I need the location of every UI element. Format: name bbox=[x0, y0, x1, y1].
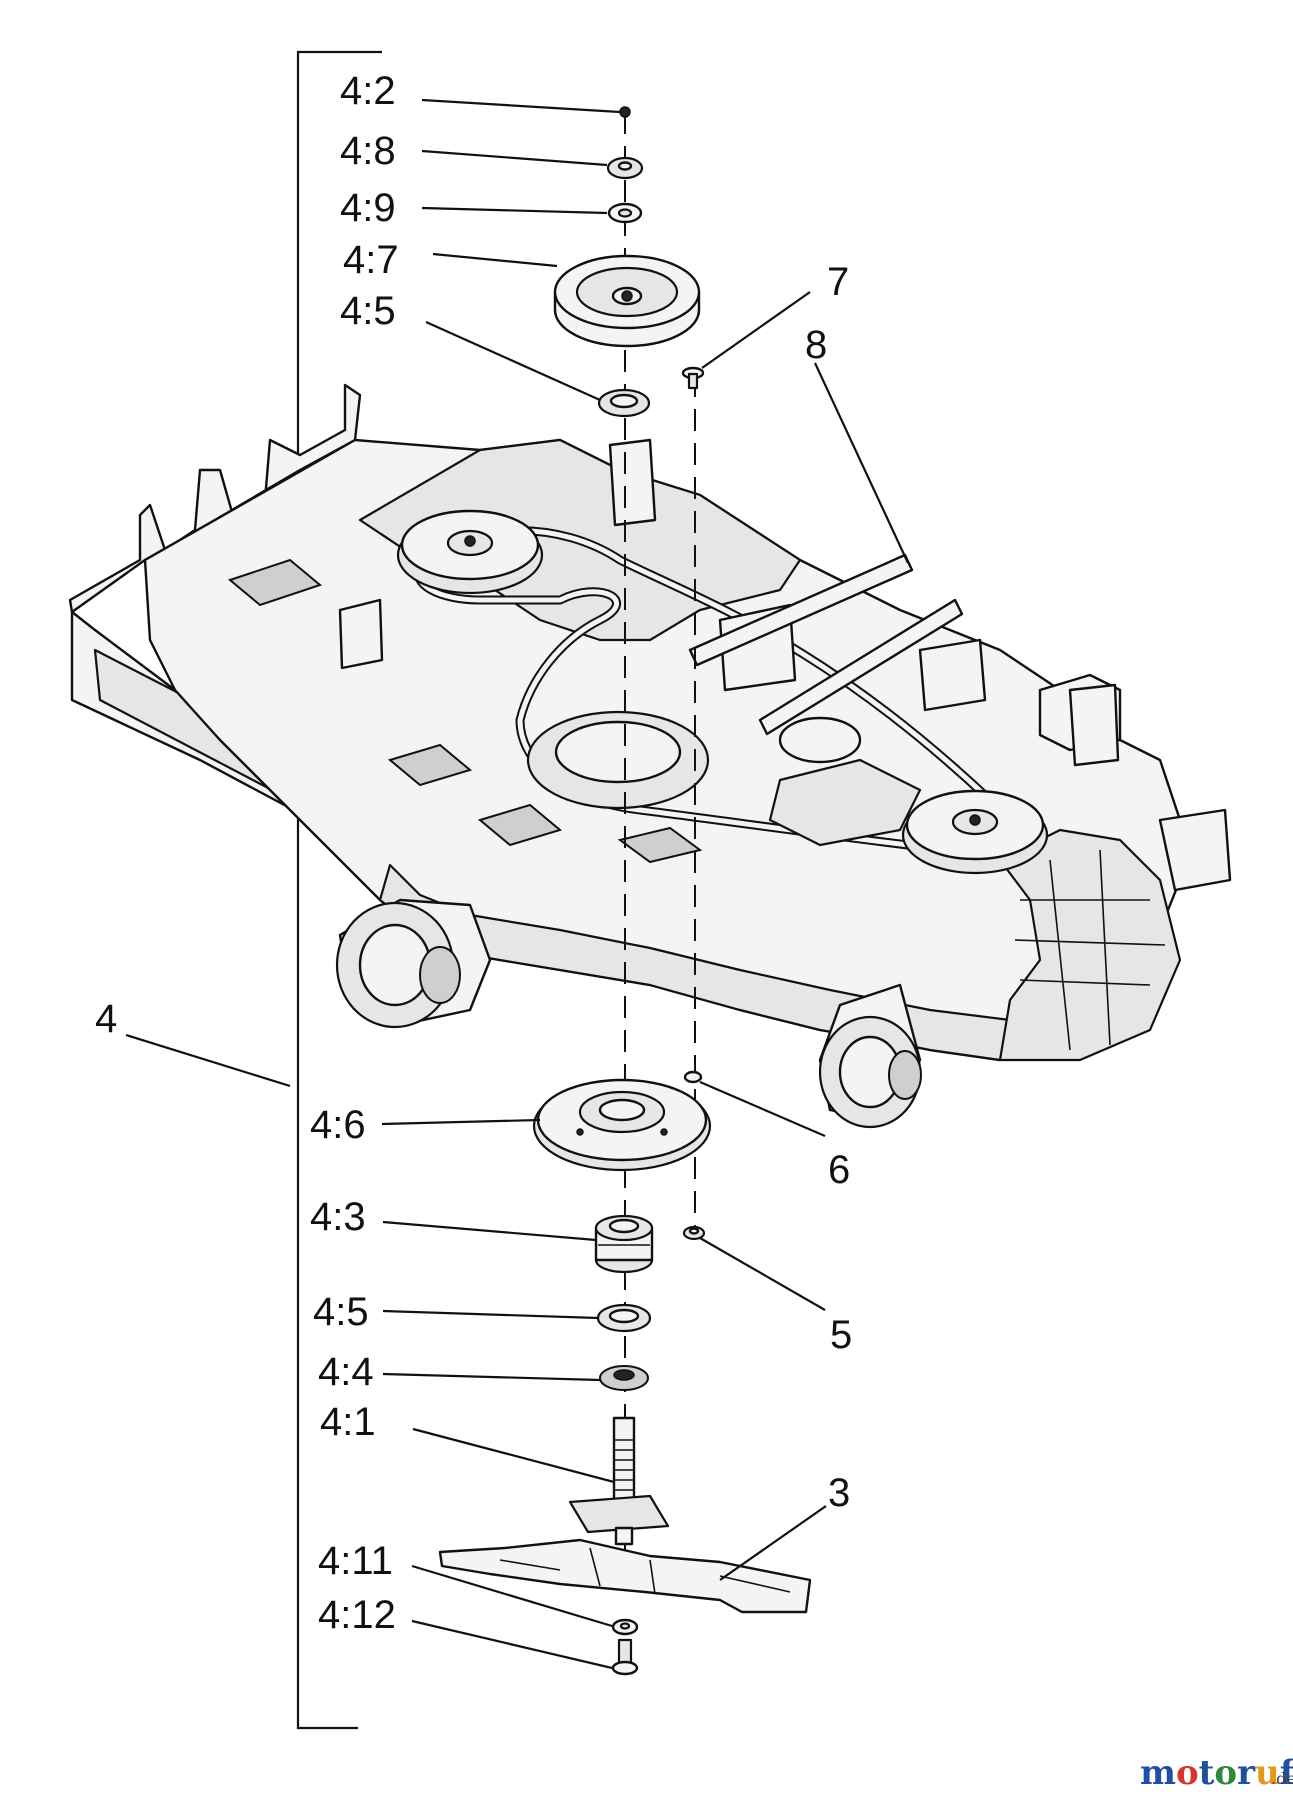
callout-4-11: 4:11 bbox=[318, 1539, 393, 1583]
callout-4-3: 4:3 bbox=[310, 1195, 366, 1239]
part-5-nut bbox=[682, 1225, 706, 1241]
part-4-3-spindle-housing bbox=[594, 1214, 654, 1274]
callout-4-7: 4:7 bbox=[343, 238, 399, 282]
callout-5: 5 bbox=[830, 1313, 852, 1357]
part-4-12-bolt bbox=[611, 1638, 639, 1676]
callout-4: 4 bbox=[95, 997, 117, 1041]
right-caster-wheel bbox=[818, 983, 922, 1129]
callout-4-5-top: 4:5 bbox=[340, 289, 396, 333]
callout-4-1: 4:1 bbox=[320, 1400, 376, 1444]
assembly-bracket bbox=[296, 50, 382, 1730]
part-4-4-seal bbox=[599, 1365, 649, 1391]
callout-4-8: 4:8 bbox=[340, 129, 396, 173]
part-4-8-washer bbox=[606, 156, 644, 180]
part-3-blade bbox=[438, 1538, 812, 1614]
watermark-logo: motoruf .de bbox=[1140, 1753, 1293, 1793]
svg-text:.de: .de bbox=[1271, 1769, 1293, 1788]
part-4-9-washer bbox=[607, 202, 643, 224]
svg-text:motoruf: motoruf bbox=[1140, 1753, 1293, 1793]
callout-7: 7 bbox=[827, 260, 849, 304]
part-4-1-spindle-shaft bbox=[568, 1416, 670, 1546]
part-4-5-bearing-top bbox=[597, 388, 651, 418]
part-6-washer bbox=[683, 1070, 703, 1084]
left-caster-wheel bbox=[335, 898, 492, 1029]
callout-3: 3 bbox=[828, 1471, 850, 1515]
part-4-5-bearing-bottom bbox=[596, 1303, 652, 1333]
callout-labels: 4:2 4:8 4:9 4:7 4:5 7 8 4 4:6 6 4:3 5 4:… bbox=[95, 69, 852, 1637]
callout-4-4: 4:4 bbox=[318, 1350, 374, 1394]
callout-4-2: 4:2 bbox=[340, 69, 396, 113]
part-4-11-washer bbox=[611, 1618, 639, 1636]
callout-4-9: 4:9 bbox=[340, 186, 396, 230]
callout-8: 8 bbox=[805, 323, 827, 367]
part-7-bolt bbox=[681, 366, 705, 390]
part-4-7-pulley bbox=[553, 254, 701, 348]
callout-6: 6 bbox=[828, 1148, 850, 1192]
callout-4-5-bottom: 4:5 bbox=[313, 1290, 369, 1334]
part-4-6-housing-plate bbox=[532, 1078, 712, 1172]
assembly-axes bbox=[624, 112, 696, 1580]
mower-deck bbox=[68, 383, 1232, 1129]
part-4-2-nut bbox=[619, 106, 631, 118]
callout-4-6: 4:6 bbox=[310, 1103, 366, 1147]
callout-4-12: 4:12 bbox=[318, 1593, 396, 1637]
leader-lines bbox=[125, 98, 909, 1670]
